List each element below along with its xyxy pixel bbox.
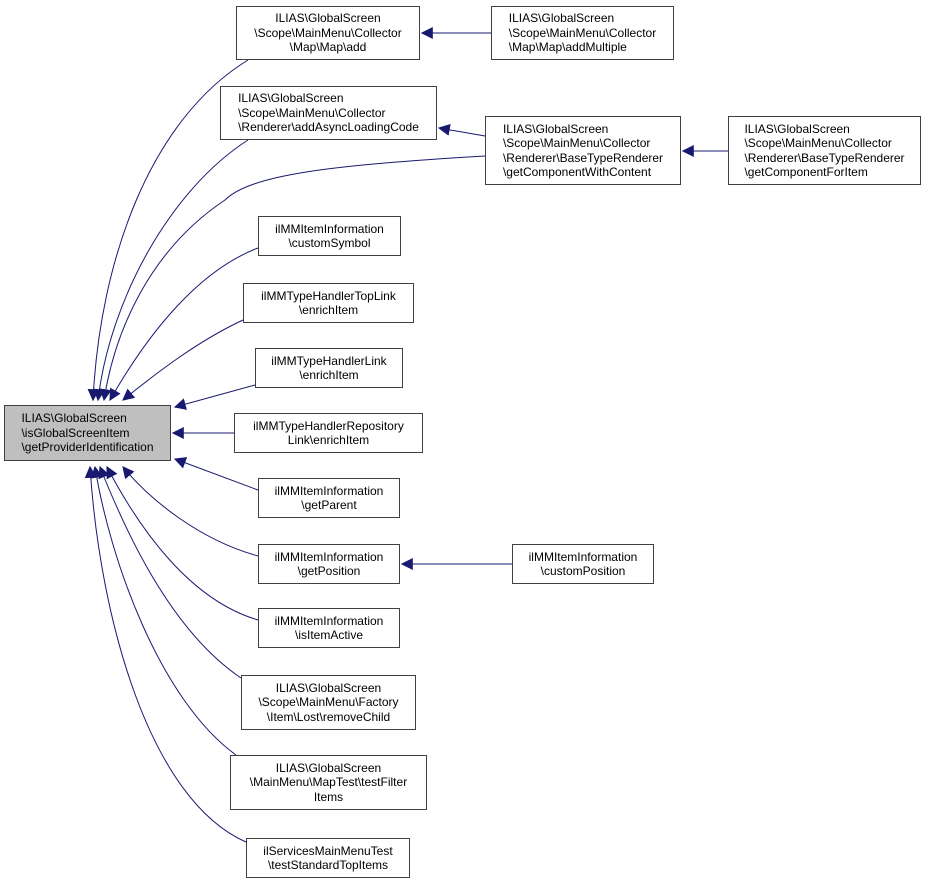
edge-toplink_enrich-to-root xyxy=(122,319,244,401)
node-isitemactive[interactable]: ilMMItemInformation \isItemActive xyxy=(258,608,400,648)
node-maptest-testfilteritems[interactable]: ILIAS\GlobalScreen \MainMenu\MapTest\tes… xyxy=(230,755,427,810)
node-label: ilMMTypeHandlerLink \enrichItem xyxy=(271,353,387,383)
node-label: ilMMItemInformation \customPosition xyxy=(528,549,638,579)
edge-btr_withcontent-to-renderer_async xyxy=(437,123,486,137)
edge-custom_symbol-to-root xyxy=(109,247,259,402)
edge-maptest_filter-to-root xyxy=(90,465,237,756)
node-label: ILIAS\GlobalScreen \Scope\MainMenu\Colle… xyxy=(254,11,402,55)
edge-is_item_active-to-root xyxy=(106,465,259,621)
edge-get_position-to-root xyxy=(122,466,259,557)
node-renderer-addasyncloadingcode[interactable]: ILIAS\GlobalScreen \Scope\MainMenu\Colle… xyxy=(220,86,437,140)
edge-lost_removechild-to-root xyxy=(98,465,242,679)
node-getposition[interactable]: ilMMItemInformation \getPosition xyxy=(258,544,400,584)
node-basetyperenderer-getcomponentwithcontent[interactable]: ILIAS\GlobalScreen \Scope\MainMenu\Colle… xyxy=(485,116,681,185)
edge-btr_withcontent-to-root xyxy=(99,155,486,402)
edge-link_enrich-to-root xyxy=(173,384,256,410)
edge-renderer_async-to-root xyxy=(93,139,249,402)
node-label: ilMMTypeHandlerTopLink \enrichItem xyxy=(261,288,396,318)
node-label: ilServicesMainMenuTest \testStandardTopI… xyxy=(263,843,393,873)
edge-map_add-to-root xyxy=(87,59,249,402)
node-basetyperenderer-getcomponentforitem[interactable]: ILIAS\GlobalScreen \Scope\MainMenu\Colle… xyxy=(728,116,921,185)
node-label: ILIAS\GlobalScreen \isGlobalScreenItem \… xyxy=(21,411,154,455)
node-lost-removechild[interactable]: ILIAS\GlobalScreen \Scope\MainMenu\Facto… xyxy=(241,675,416,730)
node-label: ilMMItemInformation \isItemActive xyxy=(274,613,384,643)
node-map-add[interactable]: ILIAS\GlobalScreen \Scope\MainMenu\Colle… xyxy=(236,6,420,60)
node-label: ILIAS\GlobalScreen \MainMenu\MapTest\tes… xyxy=(249,760,408,804)
node-customposition[interactable]: ilMMItemInformation \customPosition xyxy=(512,544,654,584)
node-label: ilMMTypeHandlerRepository Link\enrichIte… xyxy=(253,418,404,448)
node-label: ILIAS\GlobalScreen \Scope\MainMenu\Colle… xyxy=(502,121,664,180)
node-customsymbol[interactable]: ilMMItemInformation \customSymbol xyxy=(258,216,401,256)
node-typehandlertoplink-enrichitem[interactable]: ilMMTypeHandlerTopLink \enrichItem xyxy=(243,283,414,323)
node-getparent[interactable]: ilMMItemInformation \getParent xyxy=(258,478,400,518)
node-servicesmainmenutest-teststandardtopitems[interactable]: ilServicesMainMenuTest \testStandardTopI… xyxy=(246,838,410,878)
node-label: ILIAS\GlobalScreen \Scope\MainMenu\Colle… xyxy=(744,121,905,180)
edge-services_test-to-root xyxy=(84,465,247,843)
node-label: ilMMItemInformation \getParent xyxy=(274,483,384,513)
node-typehandlerlink-enrichitem[interactable]: ilMMTypeHandlerLink \enrichItem xyxy=(255,348,403,388)
node-root-getprovideridentification[interactable]: ILIAS\GlobalScreen \isGlobalScreenItem \… xyxy=(4,405,171,461)
node-label: ILIAS\GlobalScreen \Scope\MainMenu\Colle… xyxy=(238,91,419,135)
node-label: ilMMItemInformation \getPosition xyxy=(274,549,384,579)
node-typehandlerrepositorylink-enrichitem[interactable]: ilMMTypeHandlerRepository Link\enrichIte… xyxy=(234,413,423,453)
node-map-addmultiple[interactable]: ILIAS\GlobalScreen \Scope\MainMenu\Colle… xyxy=(491,6,674,60)
node-label: ILIAS\GlobalScreen \Scope\MainMenu\Colle… xyxy=(508,11,657,55)
node-label: ilMMItemInformation \customSymbol xyxy=(275,221,384,251)
edge-get_parent-to-root xyxy=(173,457,259,491)
node-label: ILIAS\GlobalScreen \Scope\MainMenu\Facto… xyxy=(258,680,399,724)
